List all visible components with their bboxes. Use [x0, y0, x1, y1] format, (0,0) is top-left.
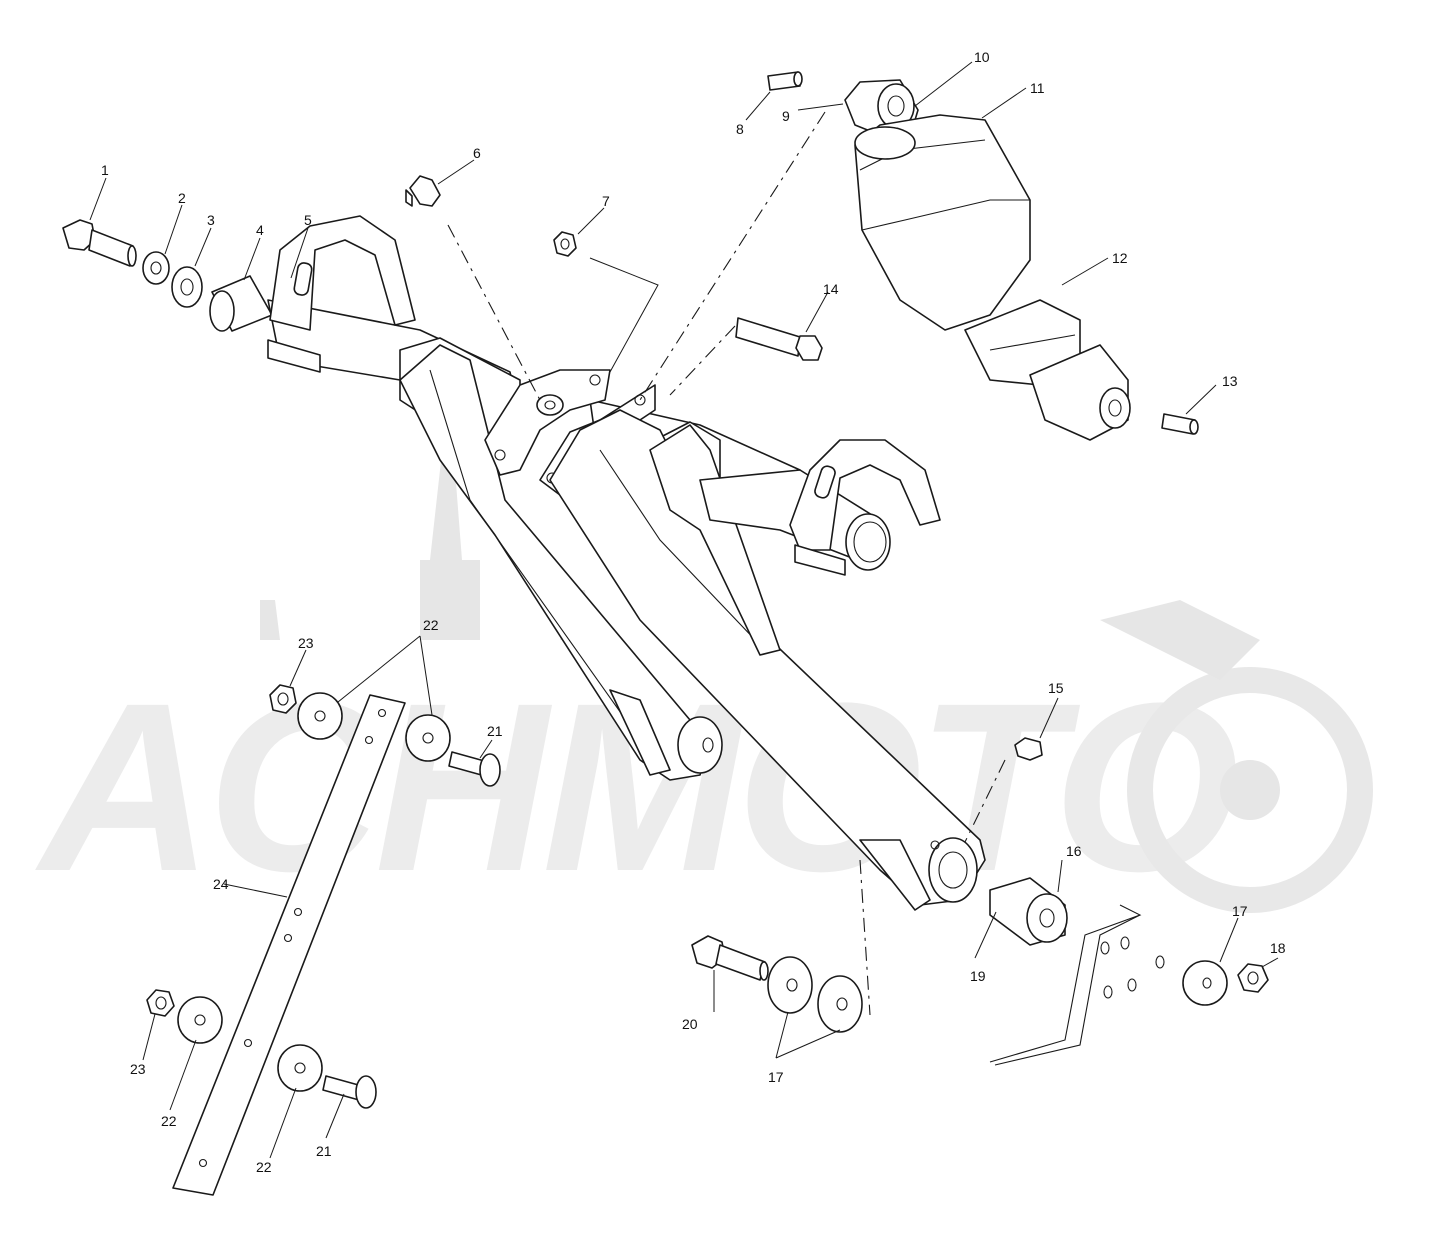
callout-12: 12 — [1112, 250, 1128, 266]
bolt-20 — [691, 935, 769, 981]
pin-13 — [1161, 413, 1199, 435]
callout-11: 11 — [1030, 80, 1045, 96]
callout-23a: 23 — [298, 635, 314, 651]
washer-17b — [817, 975, 863, 1033]
bolt-1 — [62, 219, 137, 267]
callout-14: 14 — [823, 281, 839, 297]
strap-24 — [172, 694, 406, 1196]
washer-22b — [405, 714, 451, 762]
callout-16: 16 — [1066, 843, 1082, 859]
bushing-16 — [989, 877, 1068, 946]
bolt-14 — [735, 317, 823, 361]
rear-arm-right-tube — [699, 439, 941, 576]
rivet-21a — [448, 751, 501, 787]
callout-22b: 22 — [161, 1113, 177, 1129]
bushing-4 — [209, 275, 273, 332]
callout-8: 8 — [736, 121, 744, 137]
callout-24: 24 — [213, 876, 229, 892]
callout-9: 9 — [782, 108, 790, 124]
callout-22a: 22 — [423, 617, 439, 633]
callout-10: 10 — [974, 49, 990, 65]
washer-22c — [177, 996, 223, 1044]
callout-18: 18 — [1270, 940, 1286, 956]
shock-absorber — [844, 79, 1131, 441]
washer-22d — [277, 1044, 323, 1092]
callout-labels: 1 2 3 4 5 6 7 8 9 10 11 12 13 14 15 16 1… — [101, 49, 1286, 1175]
nut-7 — [553, 231, 577, 257]
callout-6: 6 — [473, 145, 481, 161]
grease-fitting-15 — [1014, 737, 1043, 761]
left-swing-arm — [399, 344, 723, 781]
callout-1: 1 — [101, 162, 109, 178]
washer-17c — [1182, 960, 1228, 1006]
callout-15: 15 — [1048, 680, 1064, 696]
callout-20: 20 — [682, 1016, 698, 1032]
callout-19: 19 — [970, 968, 986, 984]
callout-5: 5 — [304, 212, 312, 228]
callout-17b: 17 — [1232, 903, 1248, 919]
washer-2 — [142, 251, 170, 285]
nut-23b — [146, 989, 175, 1017]
pin-8 — [767, 71, 803, 91]
nut-18 — [1237, 963, 1269, 993]
rail-section — [989, 904, 1165, 1066]
callout-2: 2 — [178, 190, 186, 206]
callout-22c: 22 — [256, 1159, 272, 1175]
rivet-21b — [322, 1075, 377, 1109]
callout-21a: 21 — [487, 723, 503, 739]
callout-17a: 17 — [768, 1069, 784, 1085]
washer-17a — [767, 956, 813, 1014]
callout-7: 7 — [602, 193, 610, 209]
callout-3: 3 — [207, 212, 215, 228]
washer-22a — [297, 692, 343, 740]
nut-23a — [269, 684, 297, 714]
callout-23b: 23 — [130, 1061, 146, 1077]
right-swing-arm — [549, 409, 986, 911]
leader-lines — [89, 61, 1279, 1159]
grease-fitting-6 — [405, 175, 441, 207]
callout-4: 4 — [256, 222, 264, 238]
washer-3 — [171, 266, 203, 308]
callout-21b: 21 — [316, 1143, 332, 1159]
assembly-lines — [447, 111, 1006, 1016]
callout-13: 13 — [1222, 373, 1238, 389]
